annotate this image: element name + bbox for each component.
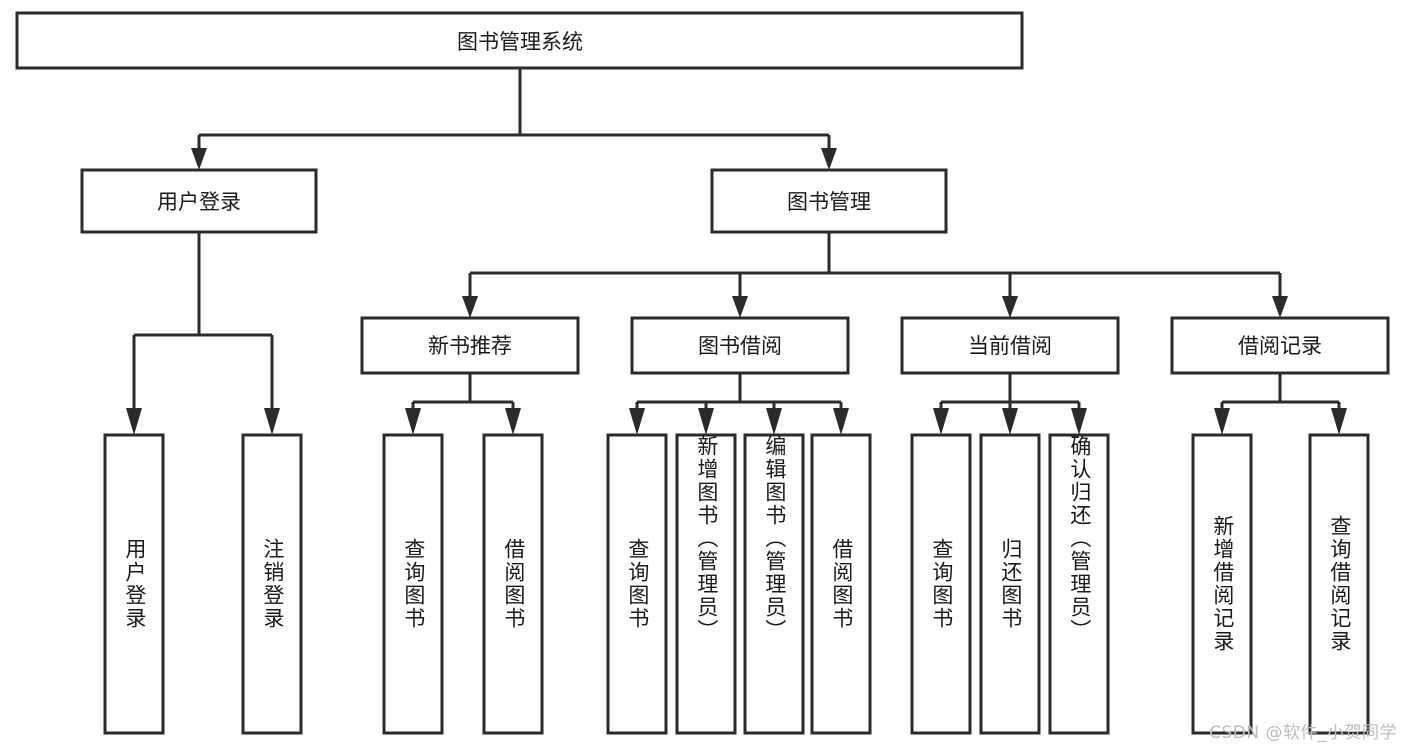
arrow-head-leaf-3 — [405, 408, 421, 435]
leaf-box-4[interactable] — [482, 433, 544, 735]
arrow-head-leaf-11 — [1071, 408, 1087, 435]
leaf-box-13[interactable] — [1308, 433, 1370, 735]
node-new-book-recommend[interactable]: 新书推荐 — [360, 316, 580, 375]
leaf-box-9[interactable] — [910, 433, 972, 735]
connector-group-bookmgmt-to-level3 — [462, 232, 1288, 318]
leaf-box-11[interactable] — [1048, 433, 1110, 735]
connector-group-userlogin-leaves — [126, 232, 280, 435]
arrow-head-book-mgmt — [821, 148, 837, 170]
leaf-box-10[interactable] — [979, 433, 1041, 735]
current-borrow-label: 当前借阅 — [968, 334, 1052, 358]
arrow-head-leaf-1 — [126, 408, 142, 435]
node-user-login[interactable]: 用户登录 — [80, 168, 318, 234]
leaf-box-6[interactable] — [675, 433, 737, 735]
leaf-box-12[interactable] — [1191, 433, 1253, 735]
arrow-head-leaf-4 — [505, 408, 521, 435]
arrow-head-leaf-6 — [698, 408, 714, 435]
root-label: 图书管理系统 — [457, 30, 583, 54]
leaf-box-3[interactable] — [382, 433, 444, 735]
borrow-record-box[interactable] — [1170, 316, 1390, 375]
arrow-head-leaf-13 — [1331, 408, 1347, 435]
arrow-head-current — [1002, 296, 1018, 318]
arrow-head-borrow — [732, 296, 748, 318]
arrow-head-leaf-10 — [1002, 408, 1018, 435]
new-book-recommend-box[interactable] — [360, 316, 580, 375]
node-book-borrow[interactable]: 图书借阅 — [630, 316, 850, 375]
connector-group-record-leaves — [1214, 373, 1347, 435]
arrow-head-user-login — [191, 148, 207, 170]
arrow-head-leaf-12 — [1214, 408, 1230, 435]
leaf-box-1[interactable] — [103, 433, 165, 735]
leaf-box-2[interactable] — [241, 433, 303, 735]
node-root[interactable]: 图书管理系统 — [15, 11, 1024, 70]
leaf-box-7[interactable] — [743, 433, 805, 735]
book-borrow-label: 图书借阅 — [698, 334, 782, 358]
user-login-label: 用户登录 — [157, 190, 241, 214]
borrow-record-label: 借阅记录 — [1238, 334, 1322, 358]
book-borrow-box[interactable] — [630, 316, 850, 375]
node-borrow-record[interactable]: 借阅记录 — [1170, 316, 1390, 375]
node-book-management[interactable]: 图书管理 — [710, 168, 948, 234]
leaf-box-5[interactable] — [606, 433, 668, 735]
root-box[interactable] — [15, 11, 1024, 70]
node-current-borrow[interactable]: 当前借阅 — [900, 316, 1120, 375]
arrow-head-record — [1272, 296, 1288, 318]
arrow-head-leaf-9 — [933, 408, 949, 435]
connector-group-newbook-leaves — [405, 373, 521, 435]
user-login-box[interactable] — [80, 168, 318, 234]
book-management-box[interactable] — [710, 168, 948, 234]
connector-group-root-to-level2 — [191, 68, 837, 170]
connector-group-current-leaves — [933, 373, 1087, 435]
arrow-head-leaf-2 — [264, 408, 280, 435]
arrow-head-leaf-5 — [629, 408, 645, 435]
arrow-head-leaf-8 — [833, 408, 849, 435]
current-borrow-box[interactable] — [900, 316, 1120, 375]
csdn-watermark: CSDN @软件_小贺同学 — [1209, 723, 1397, 743]
arrow-head-leaf-7 — [766, 408, 782, 435]
book-management-label: 图书管理 — [787, 190, 871, 214]
connector-group-borrow-leaves — [629, 373, 849, 435]
leaf-box-8[interactable] — [810, 433, 872, 735]
arrow-head-newbook — [462, 296, 478, 318]
new-book-recommend-label: 新书推荐 — [428, 334, 512, 358]
